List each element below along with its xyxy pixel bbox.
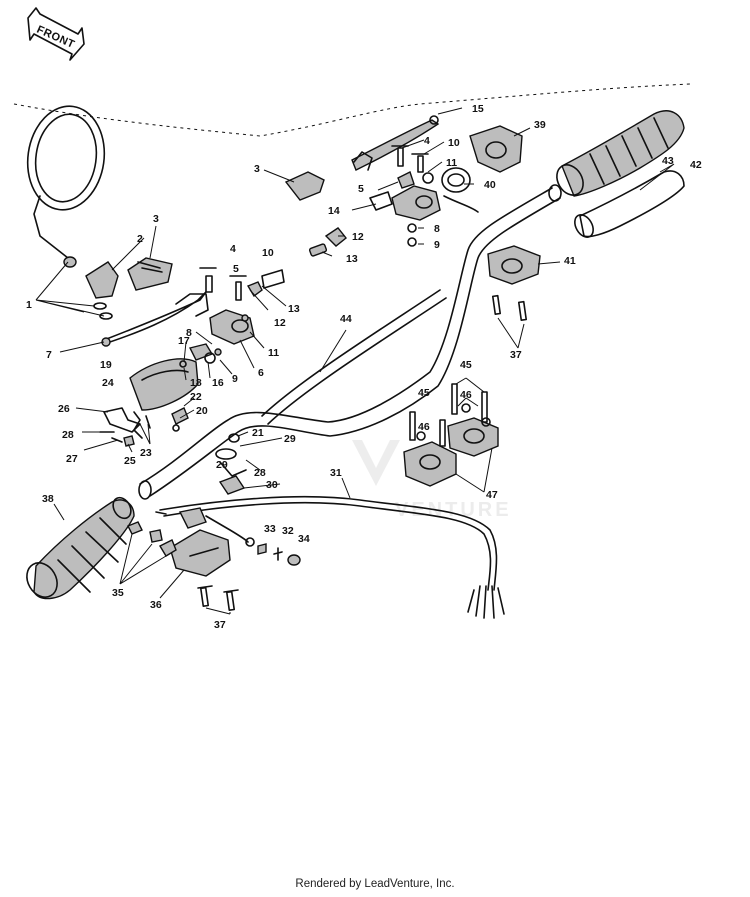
callout-33: 33 — [264, 523, 276, 535]
callout-4: 4 — [230, 243, 236, 255]
callout-24: 24 — [102, 377, 114, 389]
right-lever-holder — [369, 145, 441, 221]
control-cable — [155, 495, 505, 619]
callout-23: 23 — [140, 447, 152, 459]
callout-25: 25 — [124, 455, 136, 467]
callout-29: 29 — [284, 433, 296, 445]
handlebar — [138, 184, 562, 500]
left-lever-bracket — [85, 261, 119, 320]
throttle-housing — [127, 521, 231, 577]
callout-44: 44 — [340, 313, 352, 325]
cable-hardware — [257, 543, 301, 566]
callout-3: 3 — [153, 213, 159, 225]
boundary-line — [13, 83, 691, 137]
callout-45: 45 — [418, 387, 430, 399]
callout-10: 10 — [448, 137, 460, 149]
callout-28: 28 — [254, 467, 266, 479]
callout-47: 47 — [486, 489, 498, 501]
callout-35: 35 — [112, 587, 124, 599]
callout-7: 7 — [46, 349, 52, 361]
callout-37: 37 — [214, 619, 226, 631]
right-small-switch — [284, 171, 417, 257]
callout-20: 20 — [196, 405, 208, 417]
callout-34: 34 — [298, 533, 310, 545]
callout-12: 12 — [274, 317, 286, 329]
callout-32: 32 — [282, 525, 294, 537]
right-clamp — [487, 245, 541, 321]
callout-16: 16 — [212, 377, 224, 389]
callout-11: 11 — [446, 157, 457, 169]
callout-42: 42 — [690, 159, 702, 171]
mirror — [26, 105, 106, 268]
callout-9: 9 — [232, 373, 238, 385]
callout-46: 46 — [460, 389, 472, 401]
leader-lines — [35, 107, 675, 615]
callout-40: 40 — [484, 179, 496, 191]
callout-17: 17 — [178, 335, 190, 347]
cable-bracket — [99, 407, 151, 447]
callout-13: 13 — [288, 303, 300, 315]
callout-41: 41 — [564, 255, 576, 267]
callout-1: 1 — [26, 299, 32, 311]
callout-4: 4 — [424, 135, 430, 147]
callout-8: 8 — [434, 223, 440, 235]
left-grip — [26, 496, 135, 600]
watermark-text: VENTURE — [395, 499, 512, 521]
callout-2: 2 — [137, 233, 143, 245]
callout-18: 18 — [190, 377, 202, 389]
callout-45: 45 — [460, 359, 472, 371]
callout-12: 12 — [352, 231, 364, 243]
callout-21: 21 — [252, 427, 264, 439]
callout-27: 27 — [66, 453, 78, 465]
callout-29: 29 — [216, 459, 228, 471]
right-grip-spare — [574, 170, 685, 238]
callout-43: 43 — [662, 155, 674, 167]
callout-6: 6 — [258, 367, 264, 379]
callout-19: 19 — [100, 359, 112, 371]
callout-5: 5 — [233, 263, 239, 275]
front-arrow-icon: FRONT — [27, 7, 85, 61]
callout-36: 36 — [150, 599, 162, 611]
footer-credit: Rendered by LeadVenture, Inc. — [295, 878, 455, 890]
brake-lever — [351, 115, 440, 171]
left-switch — [127, 257, 173, 291]
callout-15: 15 — [472, 103, 484, 115]
left-small-hardware — [171, 343, 216, 432]
callout-11: 11 — [268, 347, 279, 359]
watermark-logo: VENTURE — [352, 440, 512, 521]
callout-labels: 1 2 3 3 4 4 5 5 6 7 8 8 9 9 10 10 11 11 … — [26, 103, 702, 631]
callout-46: 46 — [418, 421, 430, 433]
front-label: FRONT — [35, 24, 77, 51]
callout-3: 3 — [254, 163, 260, 175]
handlebar-holders — [403, 383, 499, 487]
left-lever-holder — [199, 267, 285, 356]
callout-31: 31 — [330, 467, 342, 479]
callout-30: 30 — [266, 479, 278, 491]
clutch-lever — [101, 291, 209, 347]
callout-26: 26 — [58, 403, 70, 415]
lower-screws — [197, 585, 239, 611]
callout-37: 37 — [510, 349, 522, 361]
callout-8: 8 — [186, 327, 192, 339]
callout-5: 5 — [358, 183, 364, 195]
callout-14: 14 — [328, 205, 340, 217]
callout-9: 9 — [434, 239, 440, 251]
throttle-pulley — [441, 125, 523, 213]
callout-22: 22 — [190, 391, 202, 403]
callout-38: 38 — [42, 493, 54, 505]
right-grip-installed — [556, 110, 685, 197]
callout-13: 13 — [346, 253, 358, 265]
callout-39: 39 — [534, 119, 546, 131]
callout-10: 10 — [262, 247, 274, 259]
callout-28: 28 — [62, 429, 74, 441]
